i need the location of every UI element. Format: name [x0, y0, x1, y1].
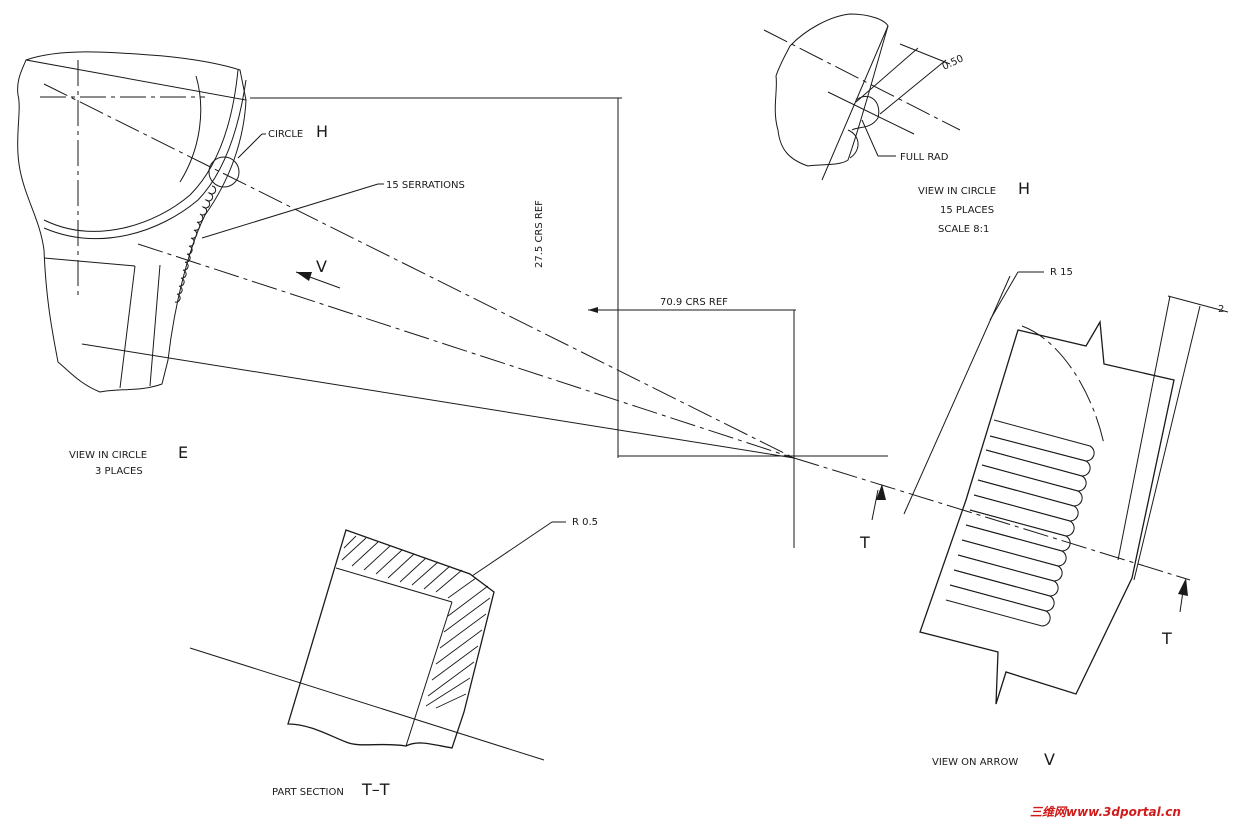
view-h-title-line3: SCALE 8:1 — [938, 224, 989, 235]
view-e-title-line1: VIEW IN CIRCLE — [69, 450, 147, 461]
circle-h-letter: H — [316, 122, 328, 141]
arrow-v-letter: V — [316, 257, 327, 276]
view-v-outer-left — [903, 275, 1011, 515]
view-h-dim-ext2 — [879, 59, 947, 115]
view-h-notch — [847, 129, 859, 159]
view-h-cut-line — [821, 25, 889, 181]
section-tt-title: PART SECTION — [272, 787, 344, 798]
section-tt-lower-cut — [405, 701, 421, 747]
view-v-r15-leader — [989, 271, 1019, 321]
view-v-dim2-ext — [1167, 295, 1229, 313]
section-arrow-left-shaft — [871, 489, 879, 521]
view-h-dim-line — [899, 43, 951, 65]
view-v: 2 R 15 T T VIEW ON ARROW V — [859, 267, 1229, 769]
view-h-full-rad-leader — [861, 119, 879, 157]
section-tt-hatching — [341, 535, 491, 709]
view-v-body — [919, 319, 1175, 705]
section-tt-inner-top — [335, 567, 453, 603]
section-tt-centerline — [189, 647, 545, 761]
view-h-dim-value: 0.50 — [941, 53, 966, 72]
section-tt-outline — [287, 529, 495, 749]
view-e-title-line2: 3 PLACES — [95, 466, 143, 477]
view-e-band-2 — [119, 265, 136, 389]
section-tt-inner-right — [419, 601, 453, 703]
view-h-title-line2: 15 PLACES — [940, 205, 994, 216]
view-h-dim-ext1 — [855, 47, 919, 103]
dim-27-label: 27.5 CRS REF — [534, 200, 545, 268]
view-v-title-letter: V — [1044, 750, 1055, 769]
serrations-leader — [201, 183, 379, 239]
circle-h-leader — [237, 133, 263, 159]
section-letter-right: T — [1161, 629, 1172, 648]
view-e-serrations — [174, 185, 217, 303]
view-h-title-line1: VIEW IN CIRCLE — [918, 186, 996, 197]
section-tt-radius: R 0.5 — [572, 517, 598, 528]
view-h-full-rad-arc — [851, 95, 880, 131]
ray-ext — [793, 457, 1191, 581]
section-tt-title-letter: T–T — [361, 780, 390, 799]
circle-h-marker — [208, 156, 240, 188]
arrow-v-head — [296, 272, 312, 281]
view-h-break-outline — [774, 13, 889, 167]
view-v-outer-right-1 — [1117, 295, 1171, 561]
view-e: CIRCLE H 15 SERRATIONS V VIEW IN CIRCLE … — [17, 51, 465, 477]
view-v-title: VIEW ON ARROW — [932, 757, 1018, 768]
ray-top — [43, 83, 795, 459]
ray-low — [81, 343, 795, 459]
view-v-r15-arc — [1021, 325, 1105, 445]
view-v-radius: R 15 — [1050, 267, 1073, 278]
watermark: 三维网www.3dportal.cn — [1030, 805, 1181, 819]
section-tt-r-leader — [471, 521, 553, 577]
view-e-break-outline — [17, 51, 247, 393]
serrations-note: 15 SERRATIONS — [386, 180, 465, 191]
view-h-offset-line — [827, 91, 915, 135]
section-arrow-left-head — [876, 484, 886, 500]
view-v-dim-small: 2 — [1218, 304, 1224, 315]
view-e-arc-outer — [43, 69, 239, 232]
view-v-serrations — [945, 419, 1095, 627]
dim-70-arrow — [588, 307, 598, 313]
section-tt: R 0.5 PART SECTION T–T — [189, 517, 598, 799]
circle-h-note: CIRCLE — [268, 129, 303, 140]
dim-70-label: 70.9 CRS REF — [660, 297, 728, 308]
section-arrow-right-head — [1178, 578, 1188, 596]
view-h-full-rad: FULL RAD — [900, 152, 949, 163]
view-h-centerline — [763, 29, 961, 131]
view-v-outer-right-2 — [1133, 305, 1201, 581]
section-letter-left: T — [859, 533, 870, 552]
view-e-title-letter: E — [178, 443, 188, 462]
construction-lines: 27.5 CRS REF 70.9 CRS REF — [43, 83, 1191, 581]
view-e-band-3 — [149, 264, 161, 387]
view-e-arc-inner — [43, 79, 247, 240]
ray-mid — [137, 243, 795, 459]
view-h: 0.50 FULL RAD VIEW IN CIRCLE H 15 PLACES… — [763, 13, 1030, 235]
view-e-arc-inner2 — [179, 75, 202, 183]
view-h-title-letter: H — [1018, 179, 1030, 198]
view-e-band-1 — [43, 257, 136, 267]
